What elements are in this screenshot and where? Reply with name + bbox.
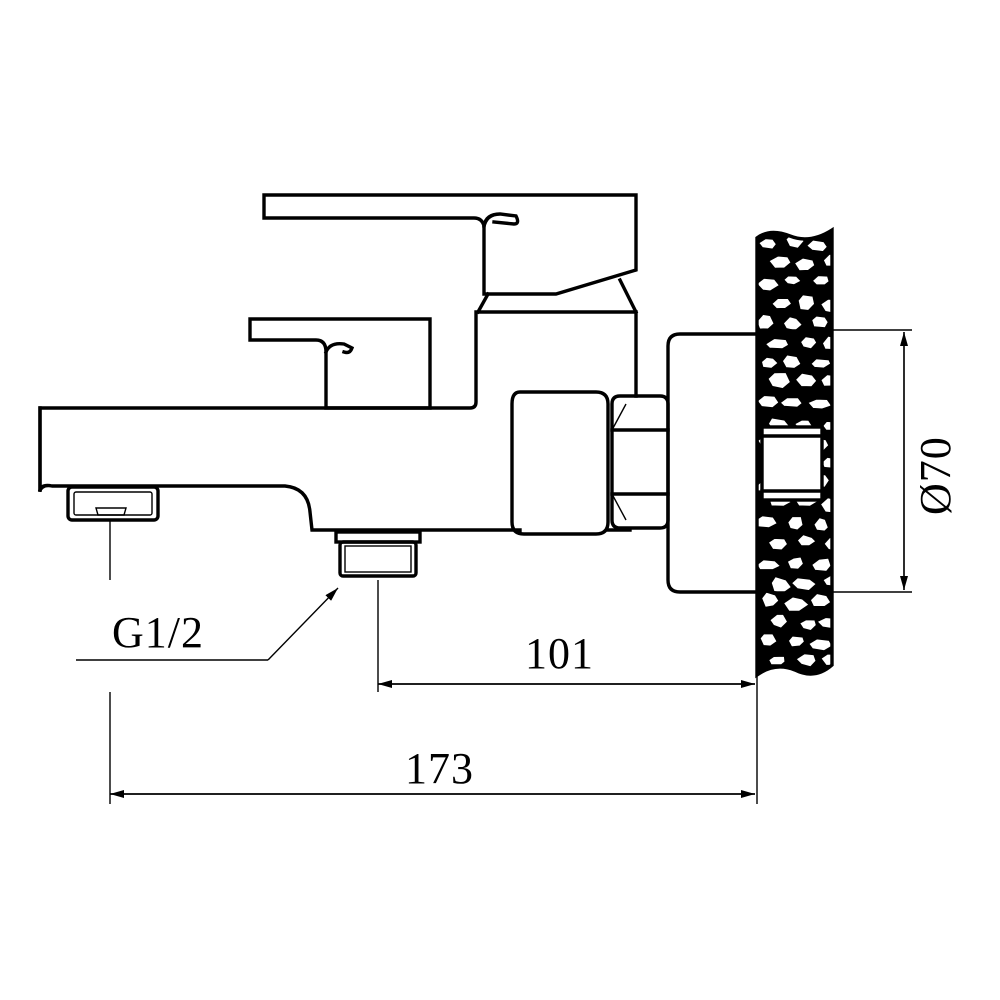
stone-shape bbox=[808, 591, 832, 608]
stone-shape bbox=[812, 515, 831, 533]
stone-shape bbox=[766, 254, 793, 270]
faucet-body bbox=[37, 310, 638, 536]
diverter-handle bbox=[248, 317, 432, 410]
stone-shape bbox=[781, 315, 805, 333]
stone-shape bbox=[818, 652, 832, 668]
stone-shape bbox=[785, 555, 806, 571]
stone-shape bbox=[819, 373, 832, 388]
mixer-lever-handle bbox=[262, 193, 639, 315]
stone-shape bbox=[763, 336, 791, 351]
stone-shape bbox=[781, 274, 804, 287]
stone-shape bbox=[798, 335, 819, 351]
wall-flange bbox=[666, 332, 759, 594]
stone-shape bbox=[769, 296, 794, 311]
stone-shape bbox=[759, 355, 781, 370]
stone-shape bbox=[757, 237, 779, 251]
stone-shape bbox=[804, 238, 830, 254]
stone-shape bbox=[759, 590, 781, 609]
stone-shape bbox=[808, 357, 832, 370]
stone-shape bbox=[786, 515, 805, 532]
stone-shape bbox=[769, 574, 794, 595]
stone-shape bbox=[780, 353, 803, 370]
stone-shape bbox=[809, 314, 830, 330]
stone-shape bbox=[821, 252, 832, 269]
total-dimension-label: 173 bbox=[405, 744, 474, 793]
stone-shape bbox=[757, 514, 780, 530]
stone-shape bbox=[767, 612, 790, 630]
wall-section bbox=[755, 226, 834, 679]
diverter-cap bbox=[510, 390, 610, 536]
stone-shape bbox=[757, 276, 782, 293]
stone-shape bbox=[766, 536, 790, 552]
stone-shape bbox=[757, 393, 781, 410]
aerator bbox=[66, 485, 160, 522]
stone-shape bbox=[795, 532, 819, 548]
stone-shape bbox=[810, 274, 831, 287]
stone-shape bbox=[805, 397, 832, 411]
stone-shape bbox=[820, 573, 832, 589]
wall-connector bbox=[760, 425, 824, 502]
stone-shape bbox=[777, 396, 805, 409]
stone-shape bbox=[797, 618, 819, 633]
stone-shape bbox=[766, 370, 793, 391]
stone-shape bbox=[809, 556, 832, 573]
stone-shape bbox=[796, 293, 817, 313]
stone-shape bbox=[793, 371, 819, 389]
stone-shape bbox=[822, 535, 832, 553]
stone-shape bbox=[758, 632, 780, 648]
stone-shape bbox=[792, 256, 817, 273]
stone-shape bbox=[757, 558, 784, 572]
thread-label: G1/2 bbox=[112, 608, 204, 657]
stone-shape bbox=[781, 595, 812, 613]
dimension-lines bbox=[76, 329, 912, 804]
stone-shape bbox=[789, 576, 819, 593]
stone-shape bbox=[793, 652, 818, 669]
stone-shape bbox=[814, 615, 832, 631]
outlet-connector bbox=[334, 530, 422, 578]
stone-shape bbox=[786, 634, 807, 649]
stone-shape bbox=[806, 637, 832, 653]
stone-shape bbox=[766, 654, 787, 667]
hex-nut bbox=[610, 394, 670, 530]
diameter-dimension-label: Ø70 bbox=[911, 436, 960, 515]
outlet-dimension-label: 101 bbox=[525, 629, 594, 678]
